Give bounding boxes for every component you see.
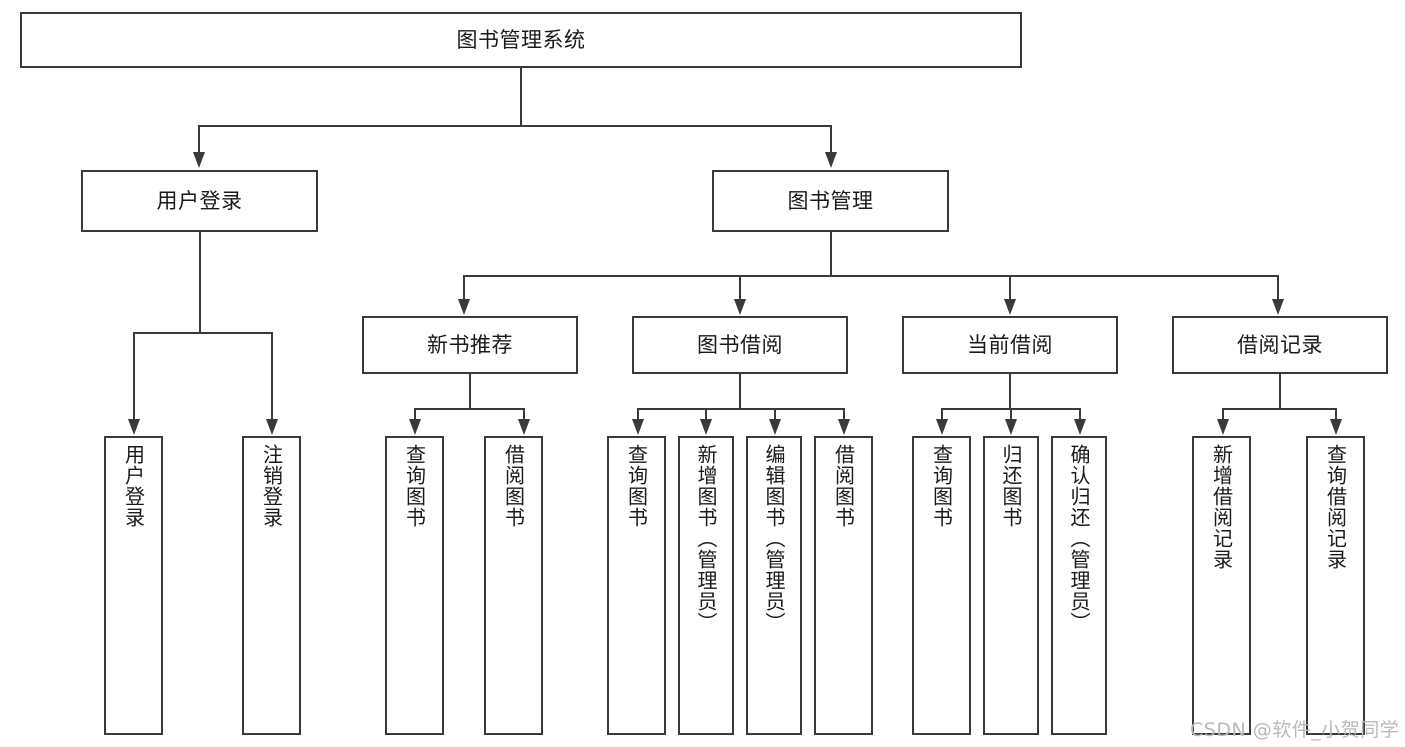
node-label: 图书管理	[787, 188, 874, 213]
leaf-query-book-2[interactable]: 查询图书	[607, 436, 666, 735]
connector-bb-drop-2	[705, 408, 707, 420]
node-new-book-rec[interactable]: 新书推荐	[362, 316, 578, 374]
node-label: 图书管理系统	[456, 27, 586, 52]
arrowhead-leaf-borrow-book-2	[838, 419, 850, 435]
node-label: 查询图书	[402, 444, 427, 528]
connector-root-to-book-manage	[830, 125, 832, 155]
node-borrow-record[interactable]: 借阅记录	[1172, 316, 1388, 374]
connector-user-login-stem	[199, 232, 201, 333]
leaf-query-book-3[interactable]: 查询图书	[912, 436, 971, 735]
leaf-add-book[interactable]: 新增图书（管理员）	[678, 436, 734, 735]
connector-nbr-bus	[414, 408, 525, 410]
arrowhead-leaf-add-book	[700, 419, 712, 435]
arrowhead-leaf-return-book	[1005, 419, 1017, 435]
arrowhead-leaf-borrow-book-1	[518, 419, 530, 435]
csdn-watermark: CSDN @软件_小贺同学	[1190, 719, 1400, 741]
connector-bb-drop-3	[774, 408, 776, 420]
arrowhead-book-borrow	[734, 299, 746, 315]
connector-bm-drop-2	[739, 275, 741, 301]
connector-cb-stem	[1009, 374, 1011, 409]
node-label: 借阅记录	[1237, 332, 1323, 357]
leaf-edit-book[interactable]: 编辑图书（管理员）	[746, 436, 802, 735]
node-label: 确认归还（管理员）	[1067, 444, 1091, 633]
arrowhead-borrow-record	[1272, 299, 1284, 315]
node-current-borrow[interactable]: 当前借阅	[902, 316, 1118, 374]
connector-root-to-user-login	[198, 125, 200, 155]
node-book-manage[interactable]: 图书管理	[712, 170, 949, 232]
connector-root-stem	[520, 68, 522, 125]
arrowhead-leaf-query-book-2	[632, 419, 644, 435]
connector-nbr-drop-1	[414, 408, 416, 420]
connector-br-bus	[1222, 408, 1337, 410]
node-label: 归还图书	[999, 444, 1023, 528]
node-root-system[interactable]: 图书管理系统	[20, 12, 1022, 68]
node-label: 用户登录	[156, 188, 243, 213]
arrowhead-leaf-edit-book	[769, 419, 781, 435]
leaf-add-record[interactable]: 新增借阅记录	[1192, 436, 1251, 735]
arrowhead-book-manage	[825, 152, 837, 168]
node-label: 查询借阅记录	[1323, 444, 1348, 570]
arrowhead-leaf-logout	[266, 419, 278, 435]
connector-bb-drop-4	[843, 408, 845, 420]
leaf-user-login[interactable]: 用户登录	[104, 436, 163, 735]
leaf-logout[interactable]: 注销登录	[242, 436, 301, 735]
node-label: 查询图书	[624, 444, 649, 528]
node-label: 注销登录	[259, 444, 284, 528]
node-label: 图书借阅	[697, 332, 783, 357]
connector-user-login-drop-1	[133, 332, 135, 420]
connector-cb-drop-1	[941, 408, 943, 420]
connector-nbr-drop-2	[523, 408, 525, 420]
arrowhead-user-login	[193, 152, 205, 168]
arrowhead-leaf-query-book-3	[936, 419, 948, 435]
connector-br-drop-1	[1222, 408, 1224, 420]
node-label: 当前借阅	[967, 332, 1053, 357]
connector-cb-drop-2	[1010, 408, 1012, 420]
connector-br-stem	[1279, 374, 1281, 409]
node-label: 编辑图书（管理员）	[762, 444, 786, 633]
leaf-borrow-book-2[interactable]: 借阅图书	[814, 436, 873, 735]
connector-book-manage-bus	[463, 275, 1278, 277]
node-label: 新书推荐	[427, 332, 513, 357]
leaf-borrow-book-1[interactable]: 借阅图书	[484, 436, 543, 735]
leaf-return-book[interactable]: 归还图书	[983, 436, 1039, 735]
node-label: 借阅图书	[501, 444, 526, 528]
connector-cb-drop-3	[1079, 408, 1081, 420]
leaf-confirm-return[interactable]: 确认归还（管理员）	[1051, 436, 1107, 735]
connector-bm-drop-3	[1009, 275, 1011, 301]
leaf-query-book-1[interactable]: 查询图书	[385, 436, 444, 735]
arrowhead-leaf-add-record	[1217, 419, 1229, 435]
node-label: 用户登录	[121, 444, 146, 528]
leaf-query-record[interactable]: 查询借阅记录	[1306, 436, 1365, 735]
connector-user-login-drop-2	[271, 332, 273, 420]
node-label: 新增图书（管理员）	[694, 444, 718, 633]
arrowhead-leaf-confirm-return	[1074, 419, 1086, 435]
node-label: 新增借阅记录	[1209, 444, 1234, 570]
connector-book-manage-stem	[830, 232, 832, 276]
connector-bb-stem	[739, 374, 741, 409]
arrowhead-leaf-query-record	[1330, 419, 1342, 435]
arrowhead-new-book-rec	[458, 299, 470, 315]
arrowhead-leaf-query-book-1	[409, 419, 421, 435]
connector-user-login-bus	[133, 332, 273, 334]
connector-bb-drop-1	[637, 408, 639, 420]
connector-br-drop-2	[1335, 408, 1337, 420]
connector-root-bus	[198, 125, 832, 127]
node-label: 借阅图书	[831, 444, 856, 528]
node-book-borrow[interactable]: 图书借阅	[632, 316, 848, 374]
connector-bb-bus	[637, 408, 845, 410]
connector-bm-drop-4	[1277, 275, 1279, 301]
connector-nbr-stem	[469, 374, 471, 409]
arrowhead-leaf-user-login	[128, 419, 140, 435]
connector-bm-drop-1	[463, 275, 465, 301]
arrowhead-current-borrow	[1004, 299, 1016, 315]
node-label: 查询图书	[929, 444, 954, 528]
node-user-login[interactable]: 用户登录	[81, 170, 318, 232]
